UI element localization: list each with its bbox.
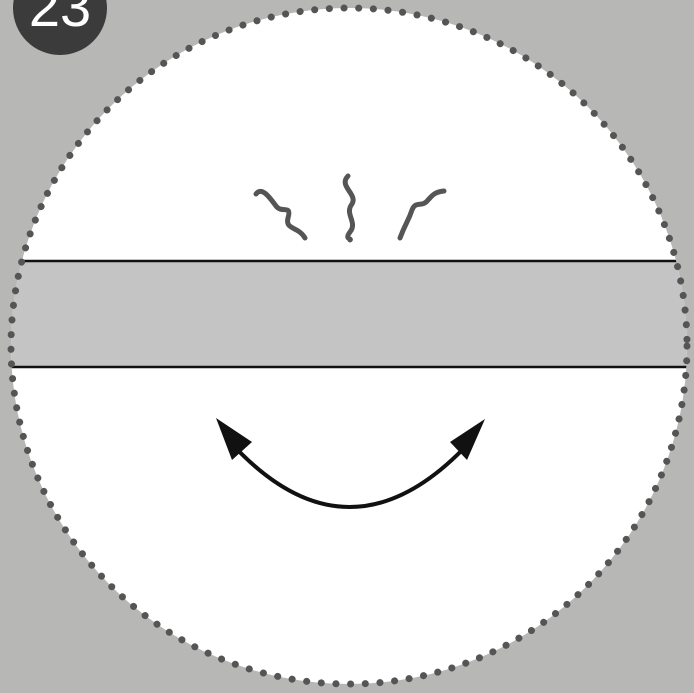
strip-group <box>0 261 694 367</box>
step-badge: 23 <box>13 0 107 55</box>
strip-band <box>0 261 694 367</box>
step-number: 23 <box>29 0 91 38</box>
